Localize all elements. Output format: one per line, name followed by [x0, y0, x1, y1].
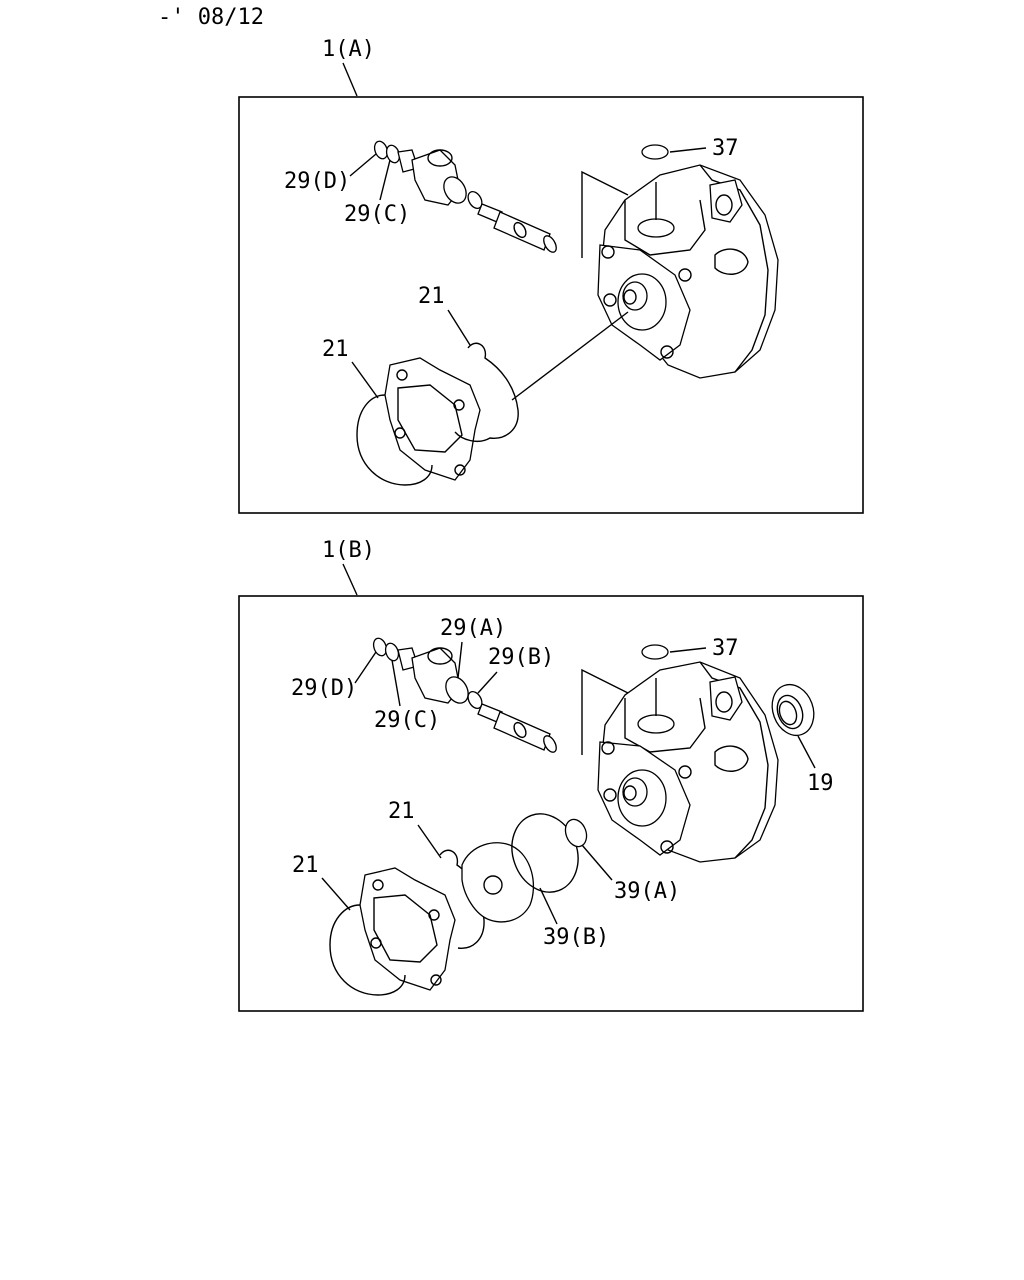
oring-37-b	[641, 644, 669, 660]
leader-29b-b	[477, 671, 498, 694]
callout-29d-b: 29(D)	[291, 676, 357, 701]
panel-b-title: 1(B)	[322, 538, 375, 563]
callout-39b-b: 39(B)	[543, 925, 609, 950]
panel-b-artwork	[329, 637, 815, 996]
date-range-label: -' 08/12	[158, 5, 264, 30]
panel-a-artwork	[356, 140, 779, 486]
callout-37-b: 37	[712, 636, 739, 661]
leader-21-left-b	[321, 877, 351, 911]
leader-39a-b	[581, 844, 613, 881]
oring-37-a	[641, 144, 669, 160]
callout-29c-a: 29(C)	[344, 202, 410, 227]
callout-29d-a: 29(D)	[284, 169, 350, 194]
callout-29a-b: 29(A)	[440, 616, 506, 641]
pump-housing-b	[597, 661, 779, 863]
cover-and-gaskets-a	[356, 311, 629, 486]
callout-21-left-b: 21	[292, 853, 319, 878]
valve-assembly-a	[373, 140, 629, 258]
callout-21-left-a: 21	[322, 337, 349, 362]
oil-seal-19	[771, 683, 815, 737]
leader-29c-a	[379, 159, 391, 201]
leader-29d-b	[354, 651, 377, 684]
leader-19-b	[797, 735, 816, 769]
panel-b-title-leader	[342, 563, 358, 596]
panel-a-title: 1(A)	[322, 37, 375, 62]
leader-29c-b	[391, 659, 401, 707]
callout-21-top-b: 21	[388, 799, 415, 824]
callout-21-top-a: 21	[418, 284, 445, 309]
leader-29d-a	[349, 153, 377, 177]
panel-a-frame	[238, 96, 864, 514]
leader-21-top-a	[447, 309, 471, 346]
panel-a-title-leader	[342, 62, 358, 97]
leader-21-left-a	[351, 361, 379, 399]
leader-37-a	[669, 147, 707, 153]
valve-assembly-b	[372, 637, 629, 755]
leader-21-top-b	[417, 824, 442, 859]
leader-39b-b	[539, 887, 558, 925]
cover-and-gaskets-b	[329, 813, 588, 996]
callout-29c-b: 29(C)	[374, 708, 440, 733]
callout-29b-b: 29(B)	[488, 645, 554, 670]
callout-39a-b: 39(A)	[614, 879, 680, 904]
callout-19-b: 19	[807, 771, 834, 796]
leader-37-b	[669, 647, 707, 653]
pump-housing-a	[597, 164, 779, 379]
leader-29a-b	[457, 641, 463, 679]
callout-37-a: 37	[712, 136, 739, 161]
panel-b-frame	[238, 595, 864, 1012]
